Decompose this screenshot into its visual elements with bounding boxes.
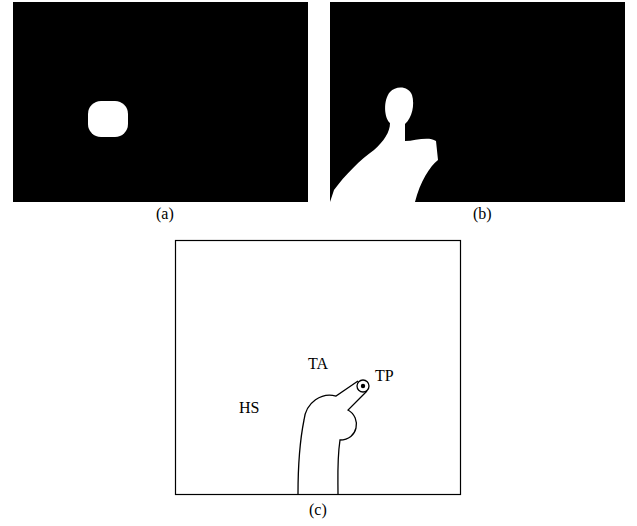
panel-label: (a) [156,206,174,222]
panel-label: (b) [473,206,492,222]
binary-image-a [13,2,308,202]
frame-c [176,241,461,495]
panel-label: (c) [309,502,327,518]
hand-outline [298,381,367,494]
binary-image-b [330,2,625,202]
part-label: TA [308,356,328,372]
tip-point-ring [357,380,369,392]
tip-point-dot [361,384,365,388]
part-label: TP [375,368,394,384]
part-label: HS [239,400,259,416]
fingertip-blob [88,101,128,137]
hand-silhouette [330,87,438,202]
